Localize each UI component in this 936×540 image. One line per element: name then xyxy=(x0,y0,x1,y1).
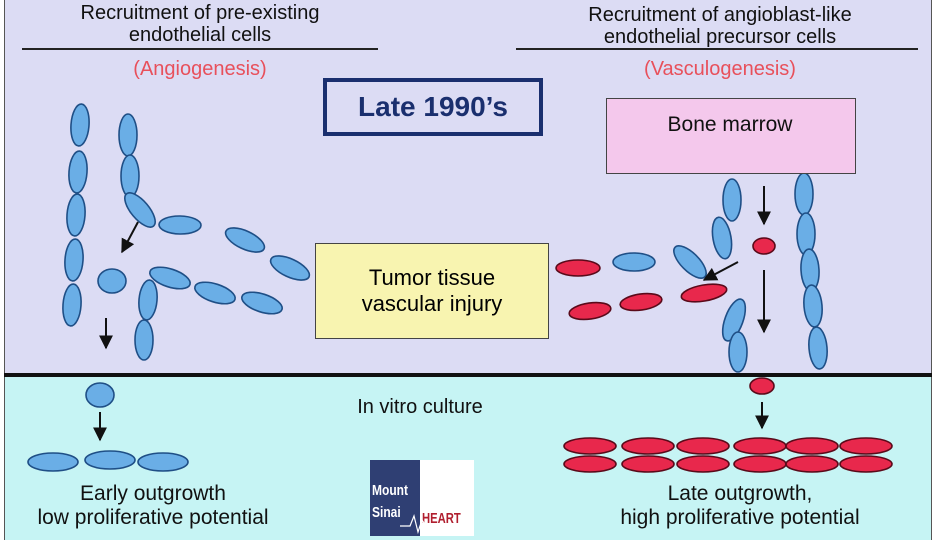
endothelial-cell xyxy=(118,113,138,157)
endothelial-cell xyxy=(97,268,127,294)
progenitor-cell xyxy=(752,237,776,255)
endothelial-cell xyxy=(27,452,79,472)
right-header-line1: Recruitment of angioblast-like xyxy=(588,4,852,26)
endothelial-cell xyxy=(149,266,191,290)
progenitor-cell xyxy=(621,437,675,455)
bone-marrow-label: Bone marrow xyxy=(667,113,793,136)
late-outgrowth-line1: Late outgrowth, xyxy=(667,482,813,505)
early-outgrowth-line1: Early outgrowth xyxy=(80,482,226,505)
left-header-rule xyxy=(22,48,378,50)
endothelial-cell xyxy=(158,215,202,235)
era-badge: Late 1990’s xyxy=(323,78,543,136)
endothelial-cell xyxy=(64,238,84,282)
late-outgrowth-line2: high proliferative potential xyxy=(620,506,860,529)
logo-left-block: Mount Sinai xyxy=(370,460,420,536)
logo-mount-text: Mount xyxy=(372,482,408,499)
endothelial-cell xyxy=(711,216,733,260)
progenitor-cell xyxy=(555,259,601,277)
progenitor-cell xyxy=(733,437,787,455)
progenitor-cell xyxy=(676,455,730,473)
logo-right-block: HEART xyxy=(420,460,474,536)
endothelial-cell xyxy=(612,252,656,272)
logo-pulse-icon xyxy=(400,514,427,535)
progenitor-cell xyxy=(619,292,663,312)
progenitor-cell xyxy=(785,437,839,455)
culture-label: In vitro culture xyxy=(357,396,483,418)
endothelial-cell xyxy=(722,178,742,222)
endothelial-cell xyxy=(796,212,816,256)
right-header-line2: endothelial precursor cells xyxy=(603,26,837,48)
progenitor-cell xyxy=(568,301,612,321)
endothelial-cell xyxy=(68,150,88,194)
endothelial-cell xyxy=(728,331,748,373)
arrow xyxy=(702,261,739,281)
endothelial-cell xyxy=(794,172,814,216)
progenitor-cell xyxy=(749,377,775,395)
endothelial-cell xyxy=(137,452,189,472)
progenitor-cell xyxy=(563,437,617,455)
right-header-rule xyxy=(516,48,918,50)
endothelial-cell xyxy=(269,255,311,281)
tumor-tissue-line1: Tumor tissue xyxy=(368,265,496,290)
tumor-tissue-box: Tumor tissue vascular injury xyxy=(315,243,549,339)
early-outgrowth-line2: low proliferative potential xyxy=(37,506,269,529)
logo-heart-text: HEART xyxy=(422,510,461,527)
endothelial-cell xyxy=(241,291,283,315)
endothelial-cell xyxy=(66,193,86,237)
endothelial-cell xyxy=(84,450,136,470)
left-header-line1: Recruitment of pre-existing xyxy=(80,2,320,24)
panel-divider xyxy=(4,373,932,377)
progenitor-cell xyxy=(676,437,730,455)
tumor-tissue-line2: vascular injury xyxy=(361,291,503,316)
endothelial-cell xyxy=(721,298,747,342)
era-badge-label: Late 1990’s xyxy=(358,91,508,122)
progenitor-cell xyxy=(563,455,617,473)
left-header-line2: endothelial cells xyxy=(128,24,272,46)
mount-sinai-heart-logo: Mount Sinai HEART xyxy=(370,460,474,536)
progenitor-cell xyxy=(733,455,787,473)
progenitor-cell xyxy=(839,437,893,455)
arrow xyxy=(121,221,139,254)
endothelial-cell xyxy=(194,281,236,305)
endothelial-cell xyxy=(138,279,158,321)
endothelial-cell xyxy=(70,103,90,147)
endothelial-cell xyxy=(62,283,82,327)
endothelial-cell xyxy=(808,326,828,370)
endothelial-cell xyxy=(124,192,156,228)
endothelial-cell xyxy=(803,284,823,328)
endothelial-cell xyxy=(224,227,266,253)
progenitor-cell xyxy=(680,283,728,303)
left-header-subtitle: (Angiogenesis) xyxy=(133,58,267,80)
endothelial-cell xyxy=(120,154,140,198)
logo-sinai-text: Sinai xyxy=(372,504,401,521)
bone-marrow-box: Bone marrow xyxy=(606,98,856,174)
progenitor-cell xyxy=(621,455,675,473)
endothelial-cell xyxy=(134,319,154,361)
endothelial-cell xyxy=(85,382,115,408)
endothelial-cell xyxy=(673,245,707,279)
progenitor-cell xyxy=(839,455,893,473)
right-header-subtitle: (Vasculogenesis) xyxy=(644,58,796,80)
progenitor-cell xyxy=(785,455,839,473)
